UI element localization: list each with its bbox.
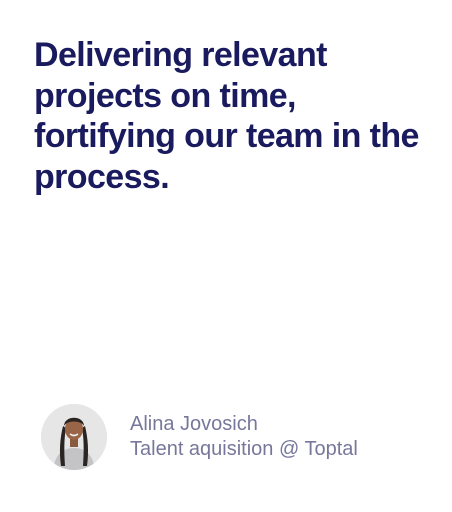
person-portrait-icon: [41, 404, 107, 470]
testimonial-quote: Delivering relevant projects on time, fo…: [34, 36, 419, 196]
author-role: Talent aquisition @ Toptal: [130, 438, 358, 460]
avatar: [41, 404, 107, 470]
author-block: Alina Jovosich Talent aquisition @ Topta…: [41, 404, 358, 470]
author-info: Alina Jovosich Talent aquisition @ Topta…: [130, 412, 358, 462]
author-name: Alina Jovosich: [130, 413, 258, 435]
